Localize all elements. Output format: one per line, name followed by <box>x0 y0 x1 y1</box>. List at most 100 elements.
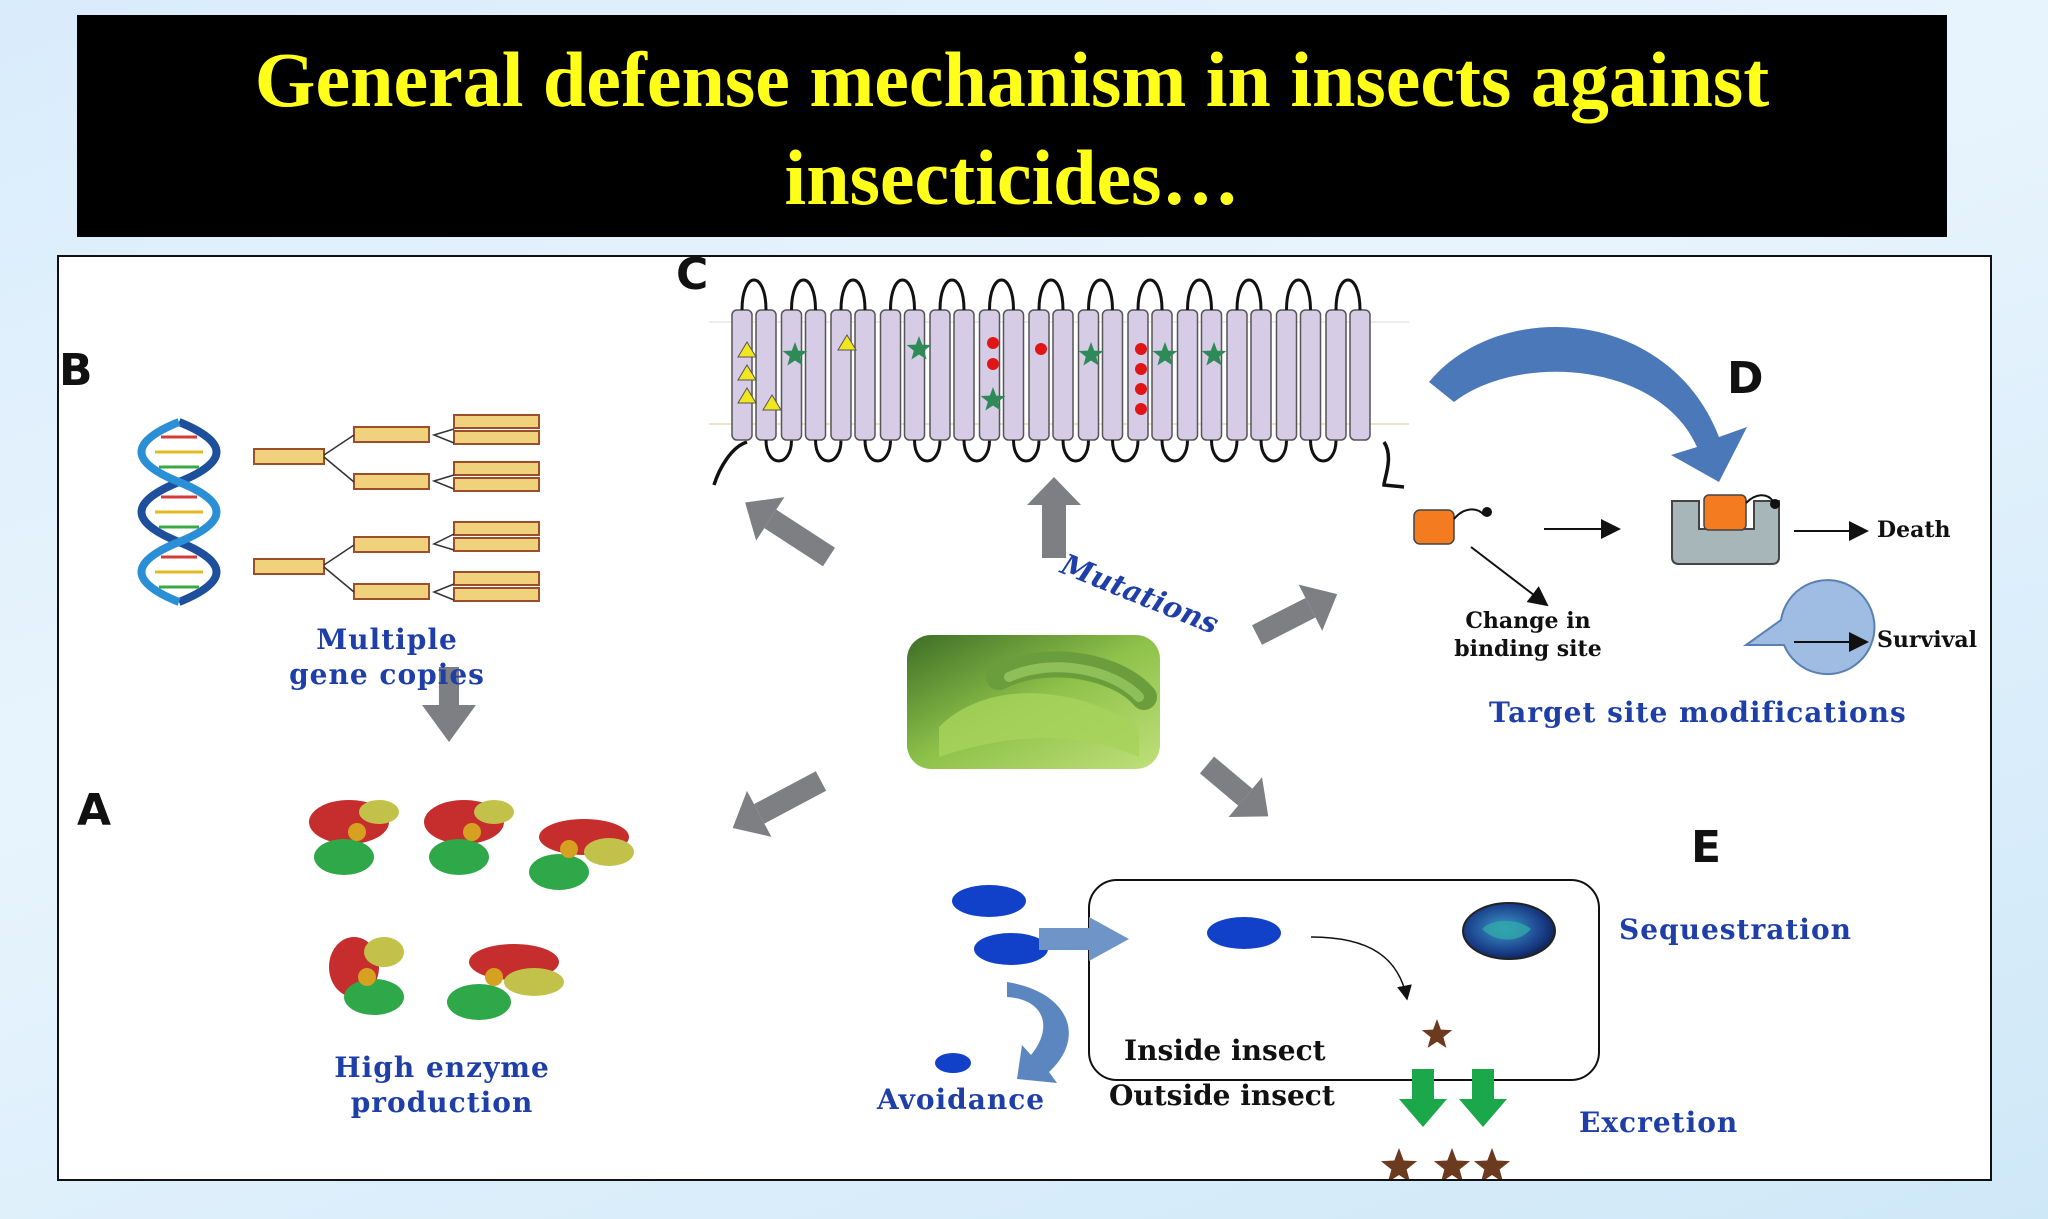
intracellular-loop <box>913 439 942 463</box>
helix-segment <box>1052 309 1074 441</box>
caption-inside-insect: Inside insect <box>1124 1034 1326 1067</box>
helix-segment <box>1077 309 1100 441</box>
membrane-markers <box>737 334 1147 415</box>
caption-death: Death <box>1877 517 1951 543</box>
penetration-arrow <box>1039 917 1129 961</box>
helix-segment <box>1002 309 1025 441</box>
metabolite-star <box>1380 1148 1418 1179</box>
helix-segment <box>978 309 1001 441</box>
gray-arrow-to-e <box>1199 756 1269 818</box>
helix-segment <box>1250 309 1272 441</box>
helix-segment <box>830 309 852 441</box>
extracellular-loop <box>1235 278 1263 311</box>
caption-avoidance: Avoidance <box>877 1083 1046 1116</box>
caption-high-enzyme-production: High enzyme production <box>334 1051 550 1119</box>
mutation-star <box>1078 342 1104 366</box>
caption-sequestration: Sequestration <box>1619 913 1852 946</box>
helix-segment <box>1325 309 1347 441</box>
intracellular-loop <box>1160 439 1189 463</box>
mutation-star <box>1152 342 1178 366</box>
caption-outside-insect: Outside insect <box>1109 1079 1335 1112</box>
helix-segment <box>1101 309 1124 441</box>
caption-survival: Survival <box>1877 627 1978 653</box>
receptor-bound-ligand <box>1671 494 1780 565</box>
caption-change-binding-site: Change in binding site <box>1454 608 1602 662</box>
panel-label-d: D <box>1727 353 1764 404</box>
metabolite-star <box>1433 1148 1471 1179</box>
mutation-star <box>906 336 932 360</box>
intracellular-loop <box>1111 439 1140 463</box>
helix-segment <box>1151 309 1173 441</box>
gray-arrow-up-to-c <box>1027 477 1081 558</box>
extracellular-loop <box>1136 278 1164 311</box>
curved-blue-arrow-to-d <box>1429 327 1747 482</box>
extracellular-loop <box>1285 278 1312 311</box>
modified-receptor <box>1742 579 1876 676</box>
helix-segment <box>929 309 951 441</box>
helix-segment <box>1299 309 1322 441</box>
mutation-star <box>1201 342 1227 366</box>
intracellular-loop <box>1309 439 1338 463</box>
helix-segment <box>1275 309 1298 441</box>
intracellular-loop <box>814 439 843 463</box>
dna-helix <box>137 418 221 606</box>
helix-segment <box>903 309 926 441</box>
helix-segment <box>854 309 876 441</box>
insecticide-molecules <box>935 885 1281 1073</box>
gray-arrow-to-d <box>1252 584 1338 645</box>
figure-graphics <box>137 278 1876 1179</box>
intracellular-loop <box>1259 439 1288 463</box>
metabolite-star <box>1421 1019 1453 1048</box>
extracellular-loop <box>1087 278 1114 311</box>
insect-body-boundary <box>1088 879 1600 1081</box>
avoidance-arrow <box>1007 982 1069 1083</box>
intracellular-loop <box>1210 439 1239 463</box>
helix-segment <box>1200 309 1223 441</box>
mutation-star <box>980 387 1006 411</box>
extracellular-loop <box>889 278 916 311</box>
mutation-star <box>782 342 808 366</box>
helix-segment <box>1226 309 1248 441</box>
insecticide-ligand <box>1413 507 1492 545</box>
intracellular-loop <box>764 439 793 463</box>
panel-label-c: C <box>676 255 709 300</box>
panel-label-e: E <box>1691 822 1722 873</box>
helix-segment <box>755 309 777 441</box>
metabolite-star <box>1473 1148 1511 1179</box>
intracellular-loop <box>863 439 892 463</box>
intracellular-loop <box>1012 439 1041 463</box>
extracellular-loop <box>740 278 768 311</box>
helix-segment <box>879 309 902 441</box>
intracellular-loop <box>1061 439 1090 463</box>
caption-multiple-gene-copies: Multiple gene copies <box>289 623 485 691</box>
extracellular-loop <box>938 278 966 311</box>
caption-excretion: Excretion <box>1579 1106 1739 1139</box>
extracellular-loop <box>988 278 1015 311</box>
extracellular-loop <box>839 278 867 311</box>
intracellular-loop <box>962 439 991 463</box>
enzyme-protein-structures <box>309 800 634 1020</box>
caption-target-site-modifications: Target site modifications <box>1489 696 1907 729</box>
extracellular-loop <box>790 278 817 311</box>
extracellular-loop <box>1186 278 1213 311</box>
gene-copies <box>253 414 540 602</box>
helix-segment <box>780 309 803 441</box>
helix-segment <box>1028 309 1050 441</box>
gray-arrow-to-b <box>745 497 835 567</box>
helix-segment <box>953 309 975 441</box>
slide-title: General defense mechanism in insects aga… <box>77 15 1947 237</box>
transmembrane-helices <box>731 278 1371 463</box>
helix-segment <box>1349 309 1371 441</box>
mutation-stars <box>782 336 1227 411</box>
gray-arrow-to-a <box>732 771 827 837</box>
gray-arrow-down-b-a <box>422 667 476 742</box>
extracellular-loop <box>1037 278 1065 311</box>
panel-label-a: A <box>77 785 112 836</box>
panel-label-b: B <box>59 345 93 396</box>
defense-mechanism-figure: B A C D E Multiple gene copies High enzy… <box>57 255 1992 1181</box>
extracellular-loop <box>1334 278 1362 311</box>
excretion-arrows <box>1399 1069 1507 1127</box>
metabolite-stars <box>1380 1019 1511 1179</box>
helix-segment <box>804 309 827 441</box>
helix-segment <box>1176 309 1199 441</box>
